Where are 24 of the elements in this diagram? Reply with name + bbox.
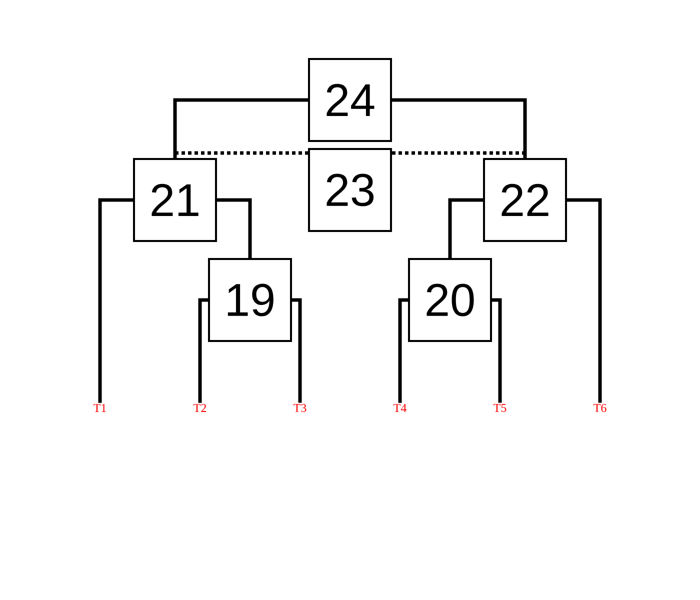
- connector: [198, 298, 208, 403]
- connector: [173, 98, 308, 158]
- leaf-label: T4: [394, 404, 406, 412]
- connector: [398, 298, 408, 403]
- connector: [392, 98, 527, 158]
- connector: [217, 198, 252, 258]
- leaf-label: T2: [194, 404, 206, 412]
- number-box: 21: [133, 158, 217, 242]
- connector: [492, 298, 502, 403]
- leaf-label: T1: [94, 404, 106, 412]
- connector: [98, 198, 133, 403]
- connector: [448, 198, 483, 258]
- connector: [292, 298, 302, 403]
- dotted-line: [175, 151, 308, 155]
- leaf-label: T5: [494, 404, 506, 412]
- leaf-label: T3: [294, 404, 306, 412]
- number-box: 22: [483, 158, 567, 242]
- number-box: 23: [308, 148, 392, 232]
- number-box: 19: [208, 258, 292, 342]
- number-box: 20: [408, 258, 492, 342]
- number-box: 24: [308, 58, 392, 142]
- connector: [567, 198, 602, 403]
- leaf-label: T6: [594, 404, 606, 412]
- dotted-line: [392, 151, 525, 155]
